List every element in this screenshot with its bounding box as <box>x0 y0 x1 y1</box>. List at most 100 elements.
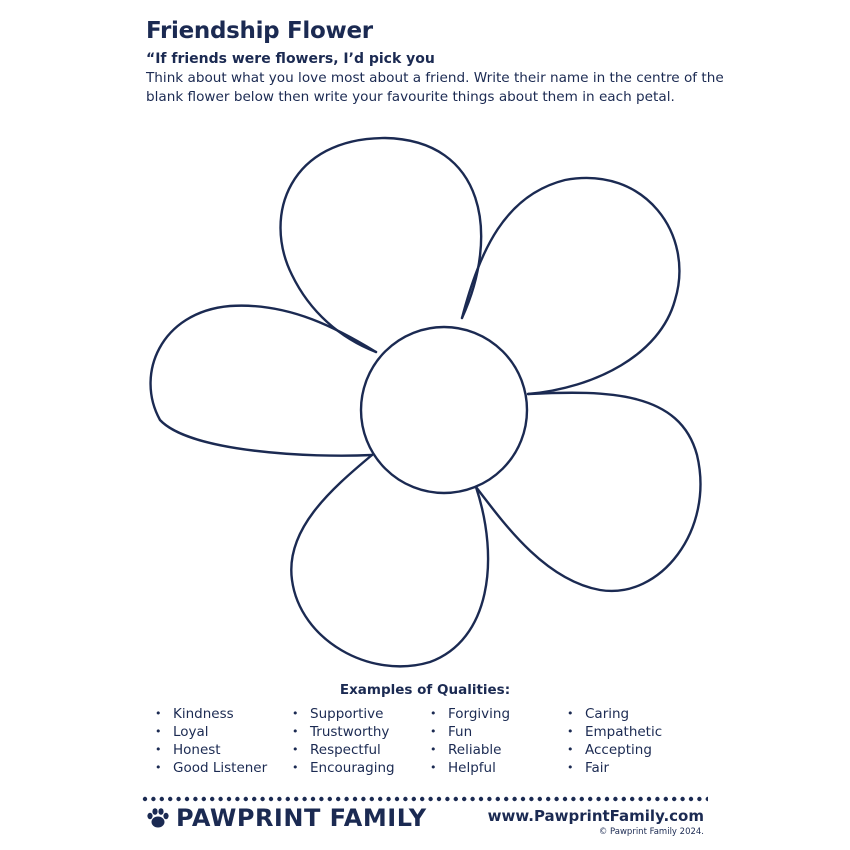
page-title: Friendship Flower <box>146 18 373 44</box>
divider-dot <box>596 796 601 802</box>
quality-item: Accepting <box>567 741 662 759</box>
divider-dot <box>210 796 215 802</box>
divider-dot <box>252 796 257 802</box>
divider-dot <box>403 796 408 802</box>
divider-dot <box>445 796 450 802</box>
quality-item: Fun <box>430 723 510 741</box>
quality-item: Good Listener <box>155 759 267 777</box>
divider-dot <box>537 796 542 802</box>
qualities-column-1: Kindness Loyal Honest Good Listener <box>155 705 267 777</box>
divider-dot <box>504 796 509 802</box>
divider-dot <box>226 796 232 802</box>
divider-dot <box>663 796 668 802</box>
quality-item: Kindness <box>155 705 267 723</box>
divider-dot <box>436 796 442 802</box>
divider-dot <box>369 796 374 802</box>
divider-dot <box>344 796 349 802</box>
divider-dot <box>142 796 148 802</box>
divider-dot <box>604 796 610 802</box>
divider-dot <box>495 796 500 802</box>
divider-dot <box>260 796 265 802</box>
instructions: Think about what you love most about a f… <box>146 69 726 107</box>
divider-dot <box>579 796 584 802</box>
divider-dot <box>386 796 391 802</box>
divider-dot <box>470 796 475 802</box>
divider-dot <box>352 796 358 802</box>
quality-item: Empathetic <box>567 723 662 741</box>
divider-dot <box>176 796 181 802</box>
quality-item: Respectful <box>292 741 395 759</box>
brand-name: PAWPRINT FAMILY <box>176 804 427 832</box>
copyright-notice: © Pawprint Family 2024. <box>598 827 704 837</box>
divider-dot <box>218 796 223 802</box>
qualities-column-3: Forgiving Fun Reliable Helpful <box>430 705 510 777</box>
divider-dot <box>243 796 248 802</box>
instructions-line-2: blank flower below then write your favou… <box>146 89 675 105</box>
petal-upper-right <box>460 176 681 396</box>
divider-dot <box>319 796 324 802</box>
divider-dot <box>478 796 484 802</box>
divider-dot <box>302 796 307 802</box>
divider-dot <box>697 796 702 802</box>
quality-item: Honest <box>155 741 267 759</box>
divider-dot <box>462 796 467 802</box>
divider-dot <box>428 796 433 802</box>
quality-item: Supportive <box>292 705 395 723</box>
qualities-column-4: Caring Empathetic Accepting Fair <box>567 705 662 777</box>
divider-dot <box>310 796 316 802</box>
petal-top <box>279 136 483 354</box>
qualities-column-2: Supportive Trustworthy Respectful Encour… <box>292 705 395 777</box>
divider-dot <box>235 796 240 802</box>
divider-dot <box>394 796 400 802</box>
quality-item: Loyal <box>155 723 267 741</box>
quality-item: Encouraging <box>292 759 395 777</box>
petal-lower-right <box>474 391 702 593</box>
divider-dot <box>201 796 206 802</box>
flower-centre <box>359 325 529 495</box>
divider-dot <box>562 796 568 802</box>
website-link[interactable]: www.PawprintFamily.com <box>487 807 704 825</box>
divider-dot <box>680 796 685 802</box>
divider-dot <box>672 796 677 802</box>
divider-dot <box>159 796 164 802</box>
divider-dot <box>151 796 156 802</box>
divider-dot <box>487 796 492 802</box>
divider-dot <box>621 796 626 802</box>
quality-item: Helpful <box>430 759 510 777</box>
divider-dot <box>420 796 425 802</box>
divider-dot <box>646 796 652 802</box>
divider-dot <box>613 796 618 802</box>
divider-dot <box>571 796 576 802</box>
divider-dot <box>168 796 173 802</box>
divider-dot <box>327 796 332 802</box>
divider-dot <box>655 796 660 802</box>
quote-subtitle: “If friends were flowers, I’d pick you <box>146 51 435 67</box>
divider-dot <box>512 796 517 802</box>
paw-print-icon <box>147 808 169 828</box>
divider-dot <box>361 796 366 802</box>
divider-dot <box>520 796 526 802</box>
divider-dot <box>453 796 458 802</box>
brand-logo: PAWPRINT FAMILY <box>146 804 427 832</box>
divider-dot <box>193 796 198 802</box>
dotted-divider <box>142 796 708 802</box>
divider-dot <box>638 796 643 802</box>
quality-item: Caring <box>567 705 662 723</box>
divider-dot <box>268 796 274 802</box>
divider-dot <box>184 796 190 802</box>
quality-item: Forgiving <box>430 705 510 723</box>
divider-dot <box>588 796 593 802</box>
divider-dot <box>688 796 694 802</box>
qualities-heading: Examples of Qualities: <box>339 682 511 698</box>
divider-dot <box>277 796 282 802</box>
quality-item: Reliable <box>430 741 510 759</box>
divider-dot <box>705 796 708 802</box>
divider-dot <box>554 796 559 802</box>
quality-item: Trustworthy <box>292 723 395 741</box>
quality-item: Fair <box>567 759 662 777</box>
petal-left <box>149 304 378 457</box>
divider-dot <box>285 796 290 802</box>
divider-dot <box>294 796 299 802</box>
instructions-line-1: Think about what you love most about a f… <box>146 70 724 86</box>
